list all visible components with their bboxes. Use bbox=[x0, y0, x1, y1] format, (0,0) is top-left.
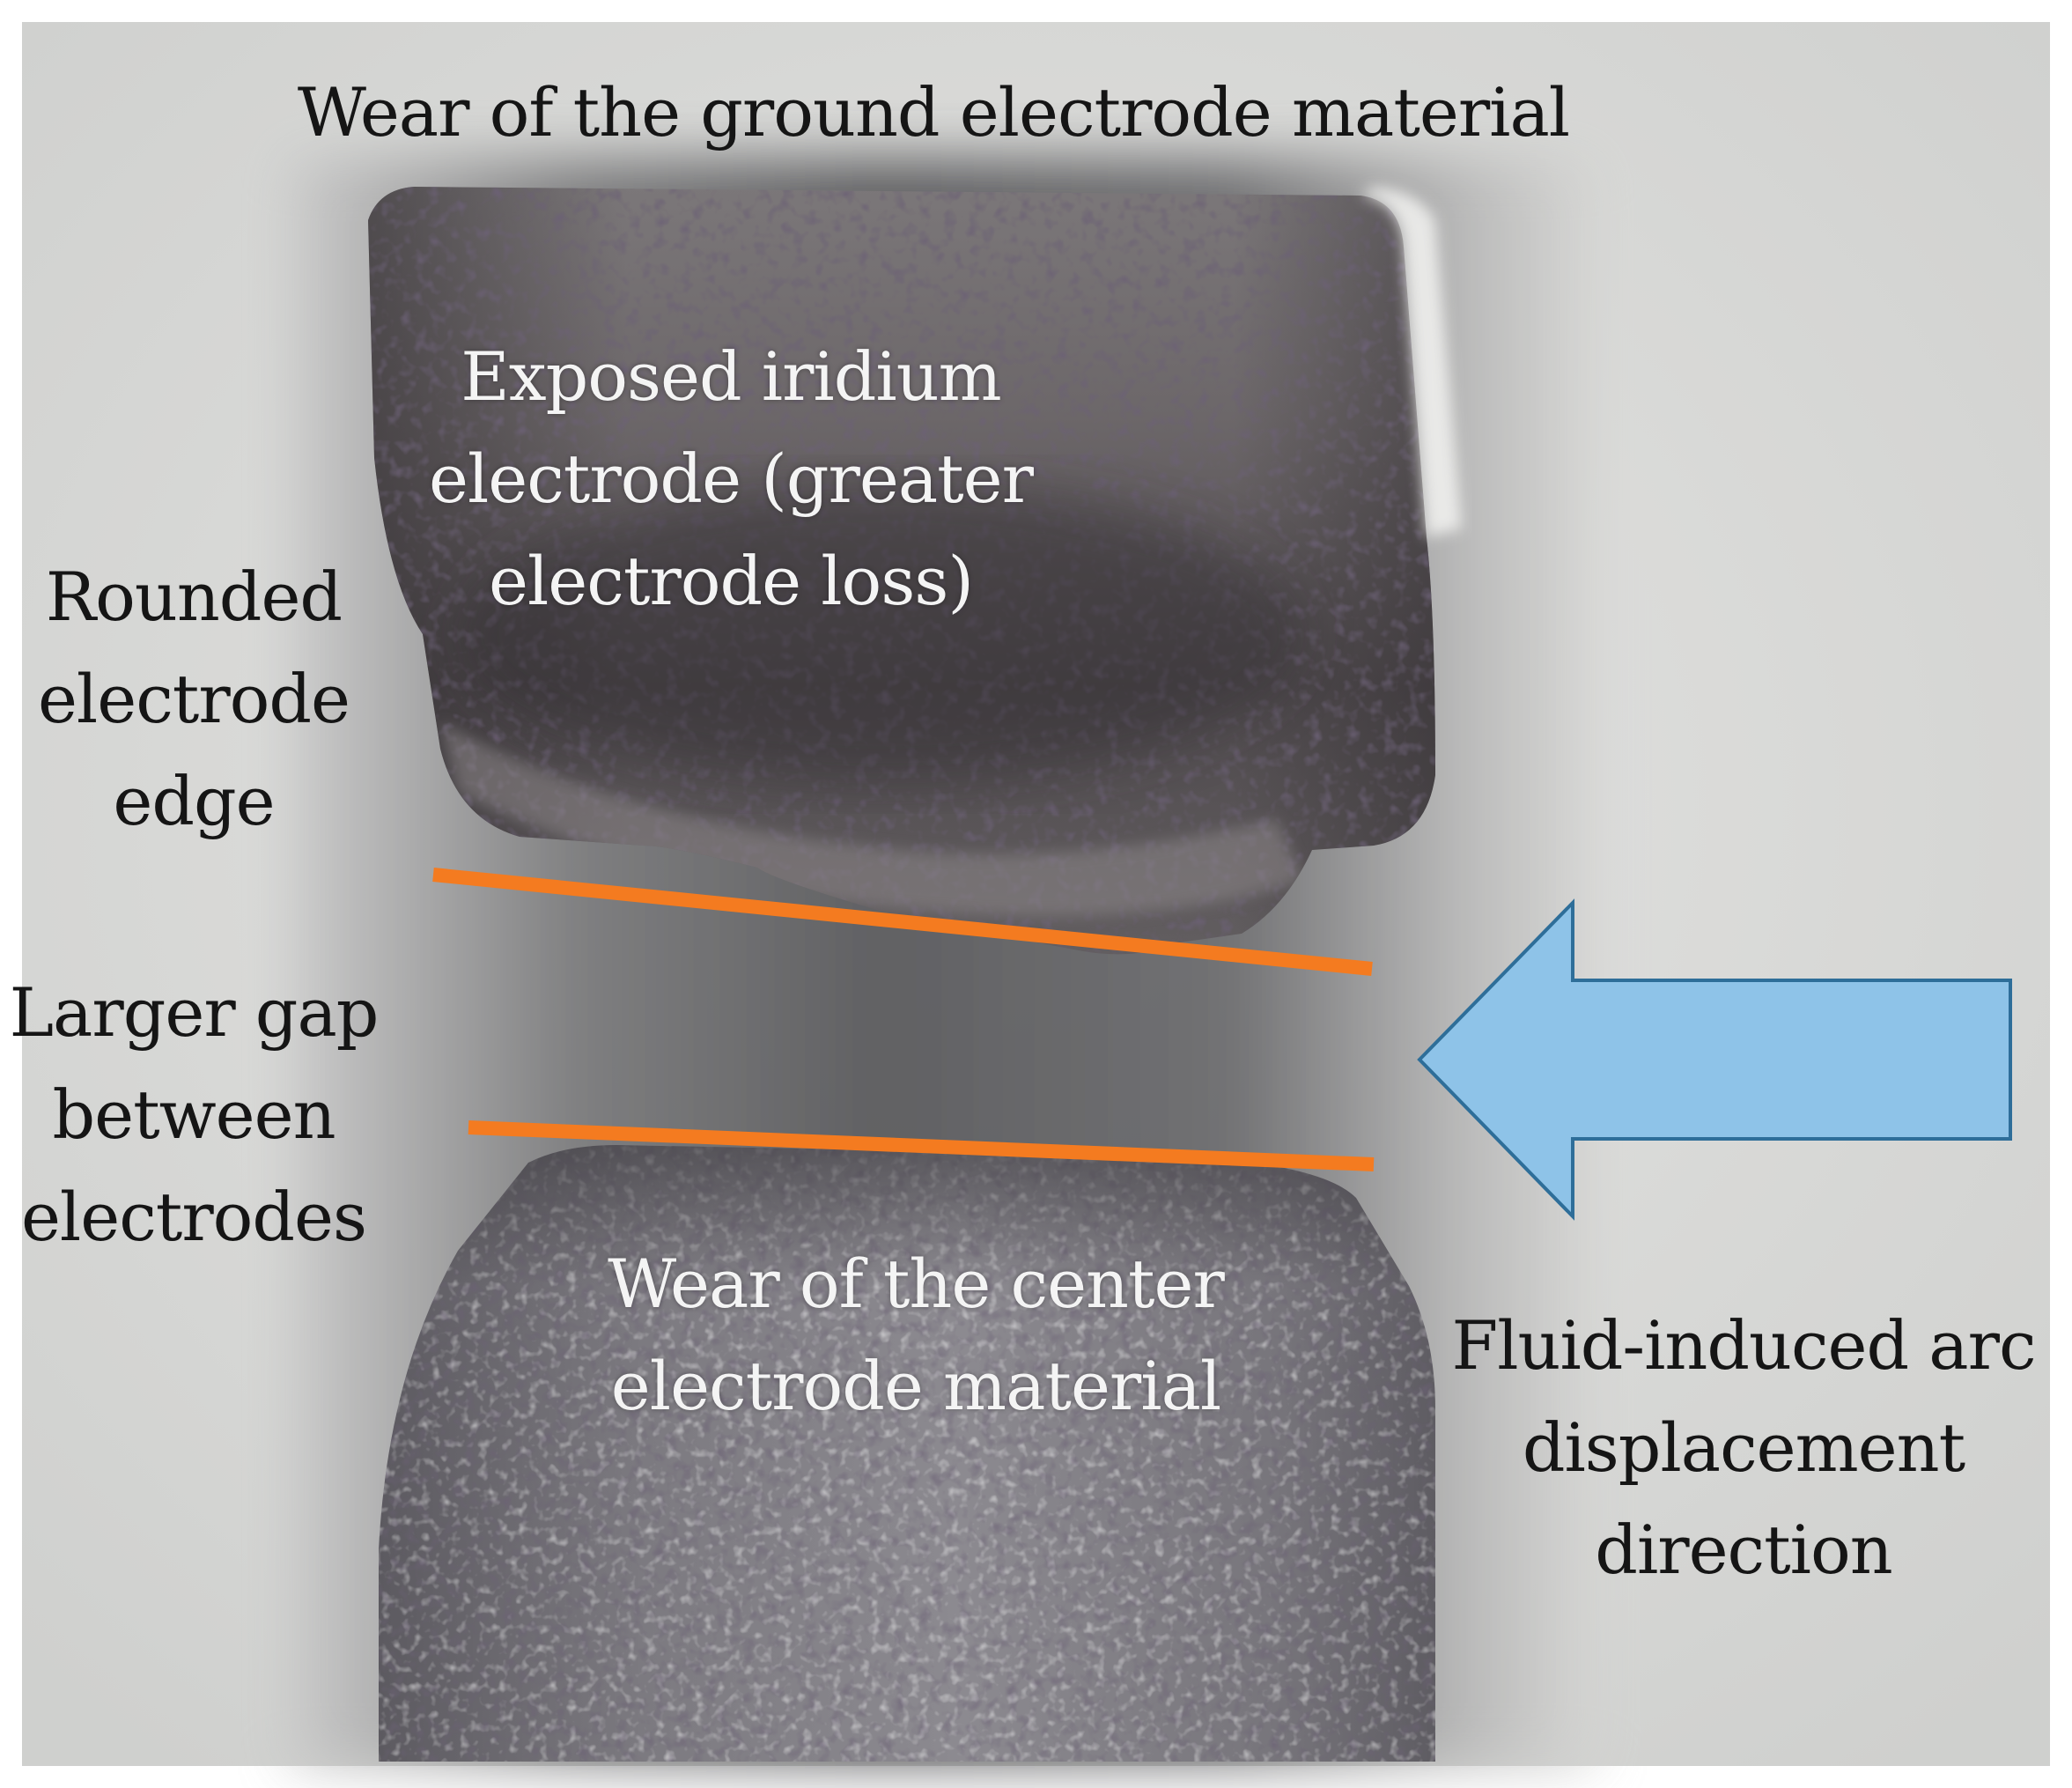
center-electrode bbox=[379, 1145, 1435, 1762]
ground-wear-label: Wear of the ground electrode material bbox=[297, 73, 1570, 151]
rounded-edge-label: Rounded electrode edge bbox=[37, 558, 350, 840]
arc-direction-arrow bbox=[1417, 898, 2012, 1221]
exposed-iridium-label: Exposed iridium electrode (greater elect… bbox=[428, 337, 1034, 620]
upper-gap-line bbox=[432, 868, 1373, 976]
lower-gap-line bbox=[468, 1120, 1375, 1171]
center-wear-label: Wear of the center electrode material bbox=[608, 1245, 1225, 1425]
arc-direction-label: Fluid-induced arc displacement direction bbox=[1451, 1306, 2036, 1589]
ground-electrode bbox=[368, 187, 1462, 955]
larger-gap-label: Larger gap between electrodes bbox=[9, 973, 380, 1256]
